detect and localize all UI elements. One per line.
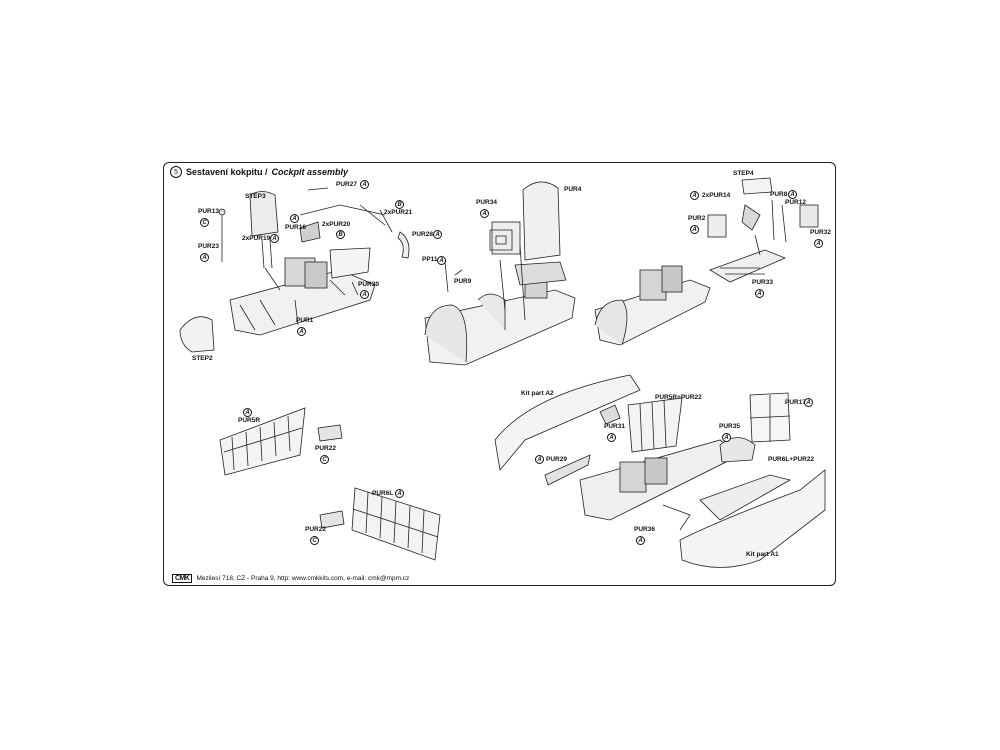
sprue-marker: A — [290, 214, 299, 223]
part-label: PUR29 — [546, 456, 567, 463]
title-english: Cockpit assembly — [271, 167, 349, 177]
part-label: PUR33 — [752, 279, 773, 286]
part-label: PUR34 — [476, 199, 497, 206]
side-panel-left-drawing — [319, 487, 441, 561]
part-label: 2xPUR19 — [242, 235, 271, 242]
part-label: PUR9 — [454, 278, 472, 285]
part-label: PUR8 — [770, 191, 788, 198]
sprue-marker: A — [722, 433, 731, 442]
title-czech: Sestavení kokpitu / — [186, 167, 268, 177]
sprue-marker: A — [360, 290, 369, 299]
part-label: STEP3 — [245, 193, 266, 200]
sprue-marker: A — [297, 327, 306, 336]
part-label: PUR12 — [785, 199, 806, 206]
part-label: PUR6L+PUR22 — [768, 456, 815, 463]
part-label: STEP2 — [192, 355, 213, 362]
part-label: PUR32 — [810, 229, 831, 236]
part-label: PUR13 — [198, 208, 219, 215]
sprue-marker: A — [814, 239, 823, 248]
step-header: 5 Sestavení kokpitu / Cockpit assembly — [170, 166, 348, 178]
part-label: PUR17 — [785, 399, 806, 406]
part-label: PP11 — [422, 256, 438, 263]
sprue-marker: A — [243, 408, 252, 417]
footer-address: Mezilesí 718, CZ - Praha 9, http: www.cm… — [196, 575, 410, 582]
sprue-marker: C — [200, 218, 209, 227]
part-label: PUR5R — [238, 417, 261, 424]
sprue-marker: B — [336, 230, 345, 239]
part-label: STEP4 — [733, 170, 754, 177]
part-label: 2xPUR20 — [322, 221, 351, 228]
sprue-marker: A — [360, 180, 369, 189]
part-label: 2xPUR21 — [384, 209, 413, 216]
step-number-badge: 5 — [170, 166, 182, 178]
sprue-marker: A — [395, 489, 404, 498]
fuselage-assembly-drawing — [494, 374, 826, 568]
part-label: PUR36 — [634, 526, 655, 533]
part-label: Kit part A2 — [521, 390, 554, 397]
sprue-marker: C — [320, 455, 329, 464]
part-label: PUR16 — [285, 224, 306, 231]
sprue-marker: A — [480, 209, 489, 218]
part-label: PUR23 — [198, 243, 219, 250]
part-label: Kit part A1 — [746, 551, 779, 558]
sprue-marker: A — [690, 225, 699, 234]
sprue-marker: A — [804, 398, 813, 407]
part-label: PUR35 — [719, 423, 740, 430]
part-label: PUR30 — [358, 281, 379, 288]
part-label: PUR5R+PUR22 — [655, 394, 702, 401]
side-panel-right-drawing — [219, 407, 343, 476]
sprue-marker: A — [535, 455, 544, 464]
part-label: PUR27 — [336, 181, 357, 188]
cockpit-tub-front-drawing — [179, 187, 410, 353]
part-label: PUR4 — [564, 186, 582, 193]
sprue-marker: A — [433, 230, 442, 239]
sprue-marker: A — [607, 433, 616, 442]
part-label: PUR2 — [688, 215, 706, 222]
sprue-marker: A — [755, 289, 764, 298]
part-label: PUR28 — [412, 231, 433, 238]
part-label: PUR22 — [315, 445, 336, 452]
cmk-logo: CMK — [172, 574, 193, 583]
sprue-marker: A — [690, 191, 699, 200]
part-label: PUR1 — [296, 317, 314, 324]
sprue-marker: C — [310, 536, 319, 545]
sprue-marker: A — [636, 536, 645, 545]
sprue-marker: B — [395, 200, 404, 209]
sprue-marker: A — [270, 234, 279, 243]
part-label: 2xPUR14 — [702, 192, 731, 199]
part-label: PUR6L — [372, 490, 394, 497]
sprue-marker: A — [200, 253, 209, 262]
sprue-marker: A — [788, 190, 797, 199]
cockpit-tub-center-drawing — [424, 181, 576, 366]
cockpit-tub-rear-drawing — [594, 177, 819, 346]
part-label: PUR31 — [604, 423, 625, 430]
sprue-marker: A — [437, 256, 446, 265]
footer: CMK Mezilesí 718, CZ - Praha 9, http: ww… — [172, 574, 409, 583]
part-label: PUR22 — [305, 526, 326, 533]
